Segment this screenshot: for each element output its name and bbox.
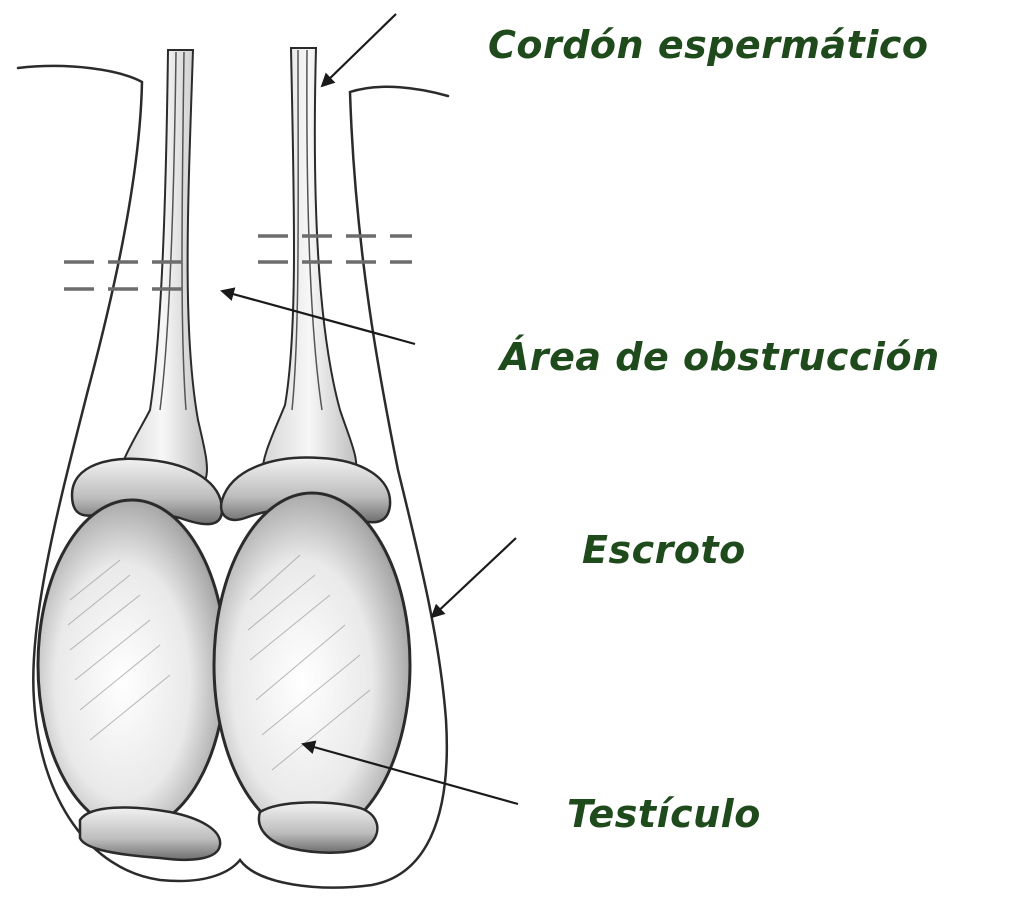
label-spermatic-cord: Cordón espermático (488, 26, 929, 64)
label-scrotum: Escroto (582, 531, 746, 569)
label-obstruction-area: Área de obstrucción (500, 338, 940, 376)
arrow-spermatic-cord (322, 14, 396, 86)
left-testicle (38, 500, 226, 830)
left-spermatic-cord (118, 50, 207, 480)
right-lower-epididymis (259, 802, 377, 852)
left-lower-epididymis (80, 807, 220, 859)
label-testicle: Testículo (567, 795, 761, 833)
right-testicle (214, 493, 410, 837)
obstruction-dashes (64, 236, 412, 289)
arrow-scrotum (432, 538, 516, 617)
